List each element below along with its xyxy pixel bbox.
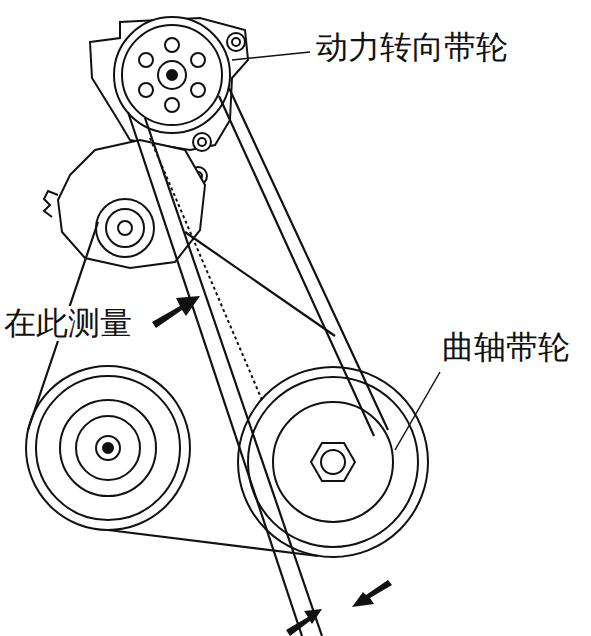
measure-arrow	[152, 296, 200, 328]
lower-left-pulley	[26, 366, 190, 530]
power-steering-pulley	[114, 17, 230, 133]
drive-belt	[28, 88, 388, 636]
part-label: 动力转向带轮	[314, 30, 510, 65]
part-label: 曲轴带轮	[440, 330, 572, 365]
bracket-bolt	[227, 33, 245, 51]
width-arrow	[352, 580, 392, 607]
hex-nut	[311, 443, 355, 481]
alternator-pulley	[96, 199, 154, 257]
leader-line	[395, 372, 440, 450]
pump-body	[90, 18, 248, 150]
width-arrow	[286, 609, 322, 636]
part-label: 在此测量	[2, 306, 134, 341]
deflection-line	[150, 138, 262, 400]
leader-line	[232, 52, 310, 60]
bracket-bolt	[193, 133, 211, 151]
alternator-body	[58, 140, 205, 268]
